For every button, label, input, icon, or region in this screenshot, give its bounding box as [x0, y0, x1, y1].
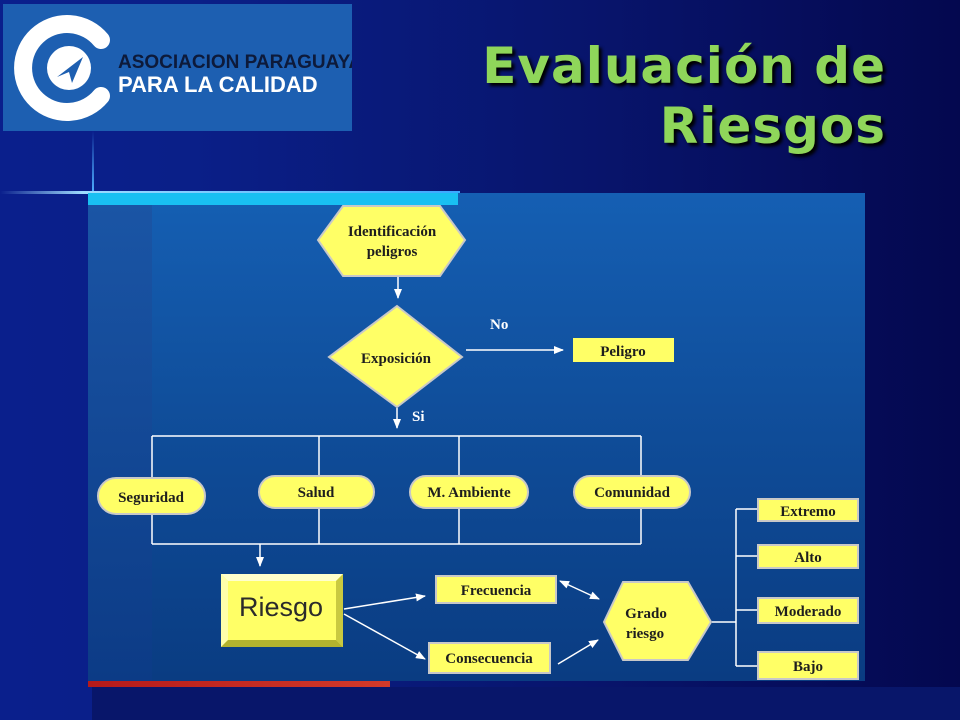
exposicion-label: Exposición: [361, 351, 432, 367]
level-bajo: Bajo: [757, 651, 859, 680]
peligro-label: Peligro: [600, 344, 646, 360]
level-moderado: Moderado: [757, 597, 859, 624]
category-bracket: [151, 435, 642, 545]
frecuencia-label: Frecuencia: [461, 583, 532, 599]
logo-graphic: ASOCIACION PARAGUAYA PARA LA CALIDAD: [14, 15, 352, 121]
arrow-to-frecuencia: [343, 593, 426, 610]
panel-left-strip: [88, 205, 152, 681]
riesgo-label: Riesgo: [239, 592, 323, 622]
arrow-consecuencia-grado: [557, 639, 599, 665]
title-line-1: Evaluación de: [482, 37, 886, 95]
category-m-ambiente-label: M. Ambiente: [427, 485, 511, 501]
node-consecuencia: Consecuencia: [428, 642, 551, 674]
node-identificacion-peligros: Identificación peligros: [316, 205, 467, 277]
node-riesgo: Riesgo: [221, 574, 343, 647]
arrow-frecuencia-grado: [559, 580, 600, 600]
level-alto-label: Alto: [794, 550, 822, 566]
logo-text-line2: PARA LA CALIDAD: [118, 72, 318, 97]
si-label: Si: [412, 409, 425, 425]
level-extremo: Extremo: [757, 498, 859, 522]
title-line-2: Riesgos: [659, 97, 886, 155]
decorative-vertical-line: [92, 131, 94, 193]
category-salud-label: Salud: [298, 485, 335, 501]
consecuencia-label: Consecuencia: [445, 651, 533, 667]
no-label: No: [490, 317, 508, 333]
logo-text-line1: ASOCIACION PARAGUAYA: [118, 52, 352, 73]
level-bajo-label: Bajo: [793, 659, 823, 675]
decorative-horizontal-line: [0, 191, 460, 194]
category-seguridad-label: Seguridad: [118, 490, 185, 506]
node-peligro: Peligro: [573, 338, 674, 362]
category-salud: Salud: [258, 475, 375, 509]
arrow-to-consecuencia: [343, 613, 426, 660]
node-grado-riesgo: Grado riesgo: [602, 581, 713, 661]
logo-ring-icon: [14, 15, 110, 121]
decorative-red-bar: [88, 681, 390, 687]
decorative-cyan-bar: [88, 193, 458, 205]
page-title: Evaluación de Riesgos: [482, 36, 886, 156]
bottom-strip: [92, 687, 960, 720]
category-comunidad: Comunidad: [573, 475, 691, 509]
grado-label-2: riesgo: [626, 626, 664, 642]
grado-label-1: Grado: [625, 606, 667, 622]
logo: ASOCIACION PARAGUAYA PARA LA CALIDAD: [3, 4, 352, 131]
category-seguridad: Seguridad: [97, 477, 206, 515]
category-comunidad-label: Comunidad: [594, 485, 671, 501]
node-exposicion: Exposición: [327, 304, 464, 409]
level-extremo-label: Extremo: [780, 504, 836, 520]
logo-arrow-icon: [57, 57, 83, 83]
level-bracket: [712, 508, 758, 667]
level-alto: Alto: [757, 544, 859, 569]
level-moderado-label: Moderado: [775, 604, 842, 620]
node-frecuencia: Frecuencia: [435, 575, 557, 604]
identificacion-label-2: peligros: [367, 244, 418, 260]
identificacion-label-1: Identificación: [348, 224, 437, 240]
category-m-ambiente: M. Ambiente: [409, 475, 529, 509]
